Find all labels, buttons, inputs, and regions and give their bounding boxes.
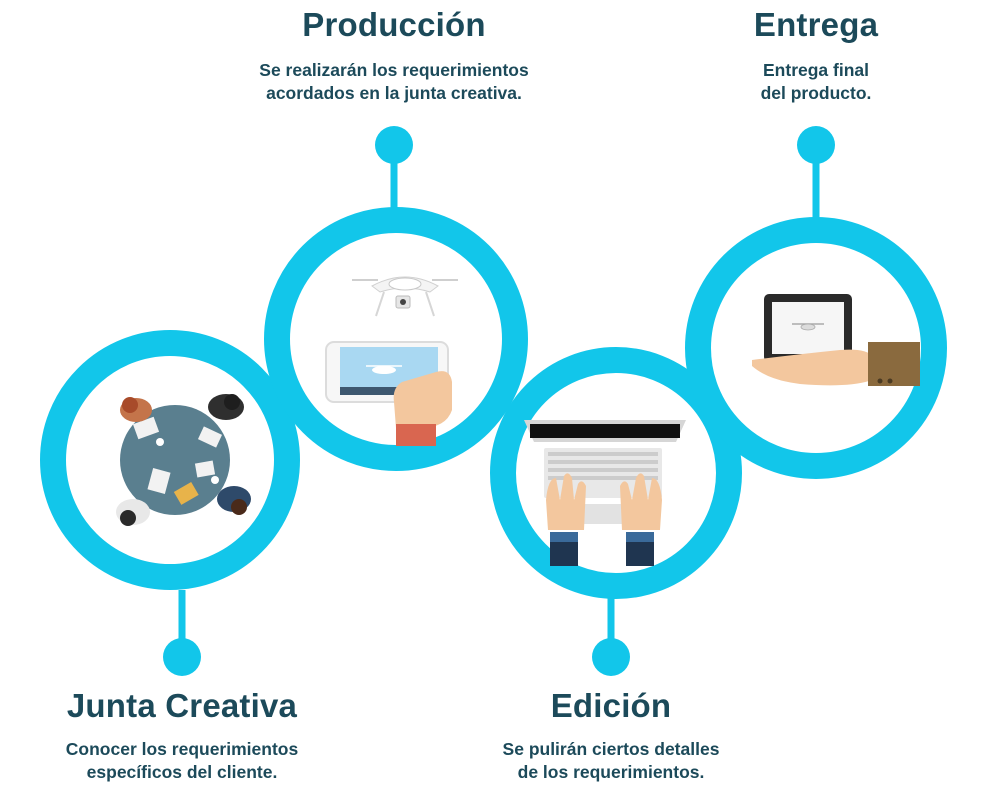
desc-produccion: Se realizarán los requerimientos acordad…	[234, 59, 554, 105]
connector-dot-edicion	[592, 638, 630, 676]
connector-dot-junta	[163, 638, 201, 676]
desc-edicion: Se pulirán ciertos detalles de los reque…	[471, 738, 751, 784]
desc-entrega: Entrega final del producto.	[716, 59, 916, 105]
desc-junta-line-1: Conocer los requerimientos	[65, 739, 299, 759]
phone-icon	[325, 341, 452, 446]
meeting-table-icon	[116, 394, 251, 526]
desc-produccion-line-1: Se realizarán los requerimientos	[259, 60, 529, 80]
desc-produccion-line-2: acordados en la junta creativa.	[266, 83, 522, 103]
laptop-typing-icon	[524, 420, 686, 566]
tablet-delivery-icon	[752, 294, 920, 386]
connector-dot-produccion	[375, 126, 413, 164]
desc-entrega-line-1: Entrega final	[763, 60, 869, 80]
desc-junta-creativa: Conocer los requerimientos específicos d…	[32, 738, 332, 784]
title-entrega: Entrega	[753, 6, 879, 43]
connector-dot-entrega	[797, 126, 835, 164]
title-edicion: Edición	[550, 687, 672, 724]
rings	[40, 207, 947, 599]
desc-entrega-line-2: del producto.	[760, 83, 872, 103]
title-junta-creativa: Junta Creativa	[66, 687, 298, 724]
drone-phone-icon	[325, 276, 458, 446]
desc-edicion-line-1: Se pulirán ciertos detalles	[502, 739, 720, 759]
desc-junta-line-2: específicos del cliente.	[86, 762, 278, 782]
title-produccion: Producción	[302, 6, 486, 43]
drone-icon	[352, 276, 458, 317]
desc-edicion-line-2: de los requerimientos.	[517, 762, 705, 782]
